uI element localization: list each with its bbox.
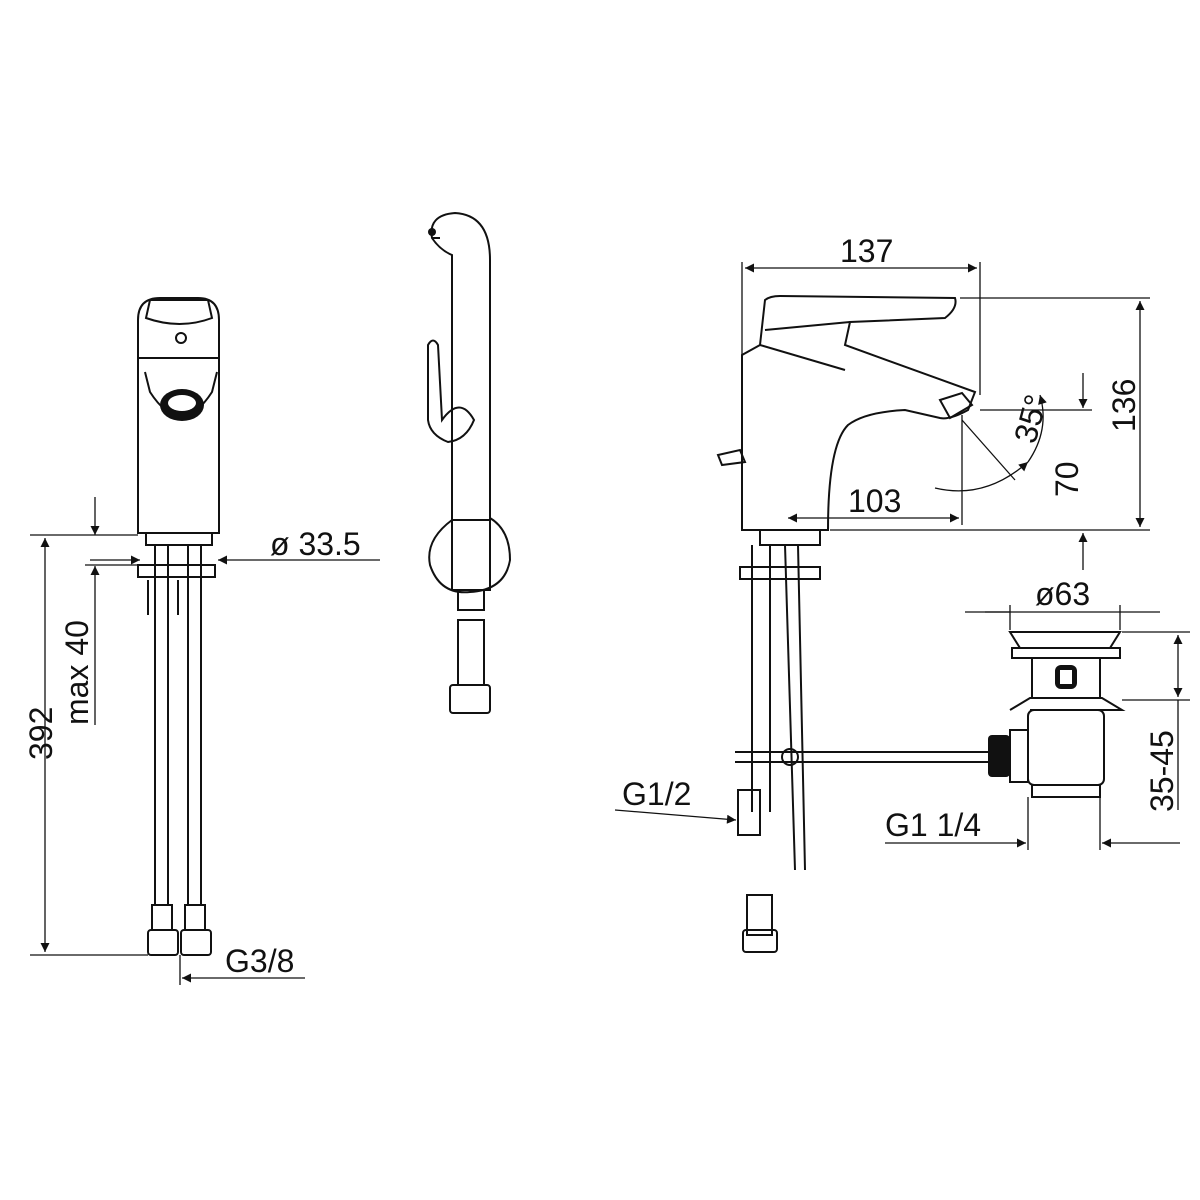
faucet-profile-view: [716, 294, 990, 953]
dim-g1-1-4: G1 1/4: [885, 807, 981, 843]
dim-103: 103: [848, 483, 901, 519]
dim-g1-2: G1/2: [622, 776, 691, 812]
dim-drain-diameter: ø63: [1035, 576, 1090, 612]
dim-35-45: 35-45: [1144, 730, 1180, 812]
dim-392: 392: [23, 707, 59, 760]
dim-hole-diameter: ø 33.5: [270, 526, 361, 562]
drain-view: [988, 631, 1126, 798]
dim-max-40: max 40: [59, 620, 95, 725]
faucet-side-view: [427, 211, 512, 714]
dim-angle: 35°: [1007, 391, 1054, 447]
profile-dimensions: [614, 262, 1190, 850]
dim-136: 136: [1106, 379, 1142, 432]
front-dimensions: [30, 497, 380, 985]
faucet-front-view: [137, 297, 220, 956]
dim-137: 137: [840, 233, 893, 269]
dim-g3-8: G3/8: [225, 943, 294, 979]
dim-70: 70: [1049, 461, 1085, 497]
